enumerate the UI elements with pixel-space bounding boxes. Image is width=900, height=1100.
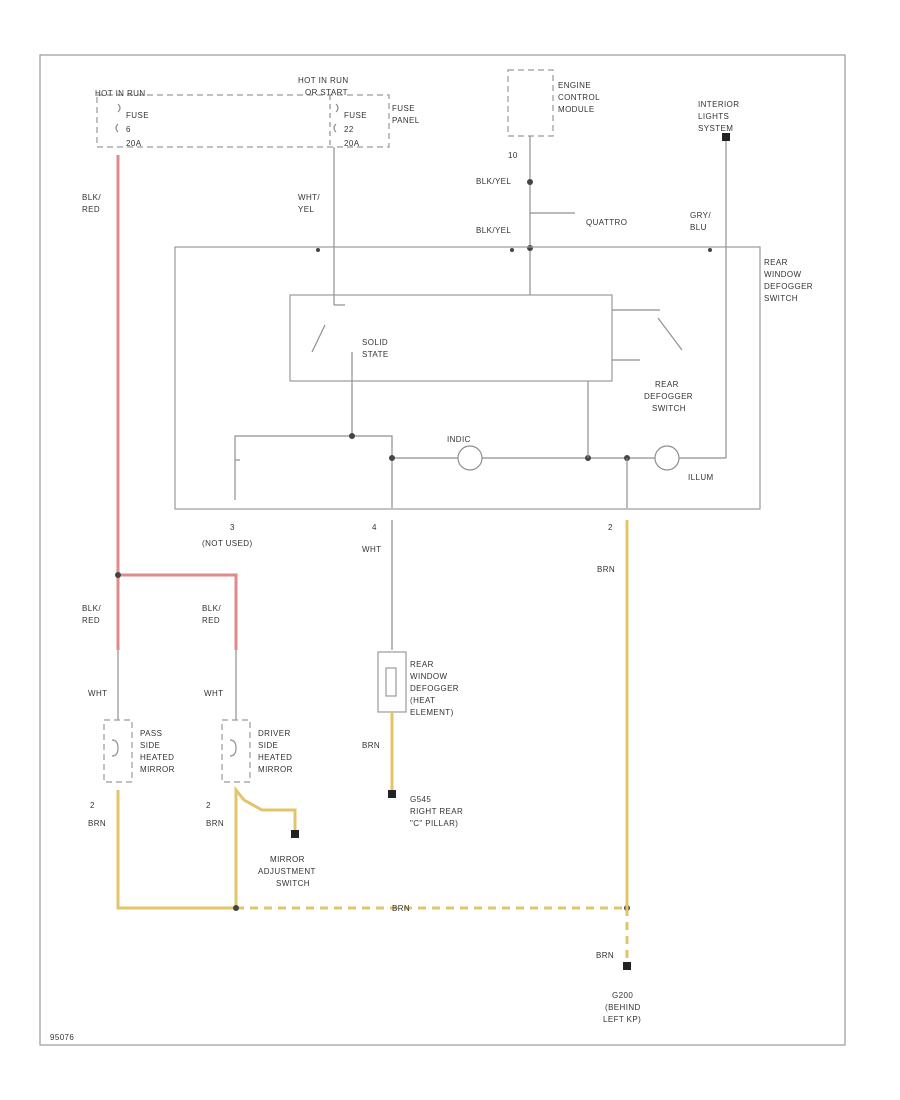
heat-element-label-5: ELEMENT) [410,708,454,717]
g200-label-3: LEFT KP) [603,1015,641,1024]
wire-blk-red-left-label-2: RED [82,616,100,625]
rwd-switch-label: REAR [764,258,788,267]
g545-label-2: RIGHT REAR [410,807,463,816]
illumination-lamp [654,445,680,471]
or-start-label: OR START [305,88,348,97]
solid-state-label-2: STATE [362,350,389,359]
heat-element-label: REAR [410,660,434,669]
pin-3-label: 3 [230,523,235,532]
wire-blk-red-top-label: BLK/ [82,193,101,202]
wire-brn-right-label: BRN [206,819,224,828]
heat-element-label-2: WINDOW [410,672,448,681]
mirror-adjustment-label-2: ADJUSTMENT [258,867,316,876]
driver-mirror-label: DRIVER [258,729,291,738]
g200-terminal [623,962,631,970]
heat-element-label-4: (HEAT [410,696,435,705]
ecm-label-3: MODULE [558,105,595,114]
ecm-box [507,69,554,137]
wire-brn-ground-label: BRN [596,951,614,960]
solid-state-label: SOLID [362,338,388,347]
g200-label-2: (BEHIND [605,1003,641,1012]
pass-mirror-label: PASS [140,729,162,738]
ils-label-2: LIGHTS [698,112,729,121]
ils-label-3: SYSTEM [698,124,733,133]
wire-gry-blu-label: GRY/ [690,211,711,220]
ecm-label: ENGINE [558,81,591,90]
rwd-switch-label-3: DEFOGGER [764,282,813,291]
g200-label: G200 [612,991,633,1000]
mirror-adjustment-terminal [291,830,299,838]
fuse-right-label: FUSE [344,111,367,120]
rear-defogger-switch-label-2: DEFOGGER [644,392,693,401]
not-used-label: (NOT USED) [202,539,253,548]
rwd-switch-label-2: WINDOW [764,270,802,279]
wire-blk-yel-label-1: BLK/YEL [476,177,511,186]
rear-defogger-switch-label-3: SWITCH [652,404,686,413]
driver-mirror-label-3: HEATED [258,753,292,762]
diagram-id: 95076 [50,1033,74,1042]
diagram-border [39,54,846,1046]
quattro-label: QUATTRO [586,218,627,227]
ecm-label-2: CONTROL [558,93,600,102]
fuse-panel-label-2: PANEL [392,116,420,125]
driver-mirror-label-4: MIRROR [258,765,293,774]
g545-label-3: "C" PILLAR) [410,819,458,828]
pin-2-right-label: 2 [206,801,211,810]
wire-blk-red-left-label: BLK/ [82,604,101,613]
wire-blk-red-right-label: BLK/ [202,604,221,613]
wire-brn-center-label: BRN [362,741,380,750]
wire-blk-red-right-label-2: RED [202,616,220,625]
fuse-left-amp: 20A [126,139,142,148]
wire-wht-center-label: WHT [362,545,381,554]
wire-blk-red-top-label-2: RED [82,205,100,214]
pass-mirror-label-4: MIRROR [140,765,175,774]
heat-element-label-3: DEFOGGER [410,684,459,693]
heat-element-box [377,651,407,713]
wire-blk-yel-label-2: BLK/YEL [476,226,511,235]
wire-wht-left-label: WHT [88,689,107,698]
ecm-pin: 10 [508,151,518,160]
pass-mirror-label-2: SIDE [140,741,160,750]
wire-wht-yel-label: WHT/ [298,193,320,202]
wire-wht-yel-label-2: YEL [298,205,314,214]
indicator-lamp [457,445,483,471]
fuse-panel-box [96,94,390,148]
mirror-adjustment-label-3: SWITCH [276,879,310,888]
pass-side-mirror-box [103,719,133,783]
rear-defogger-switch-label: REAR [655,380,679,389]
brn-wire-driver [234,785,297,908]
hot-in-run-right-label: HOT IN RUN [298,76,349,85]
fuse-panel-label: FUSE [392,104,415,113]
brn-wire-left [116,790,236,910]
pin-2-label: 2 [608,523,613,532]
fuse-right-number: 22 [344,125,354,134]
ils-terminal [722,133,730,141]
wire-brn-bottom-label: BRN [392,904,410,913]
ils-label: INTERIOR [698,100,739,109]
g545-terminal [388,790,396,798]
indic-label: INDIC [447,435,471,444]
driver-side-mirror-box [221,719,251,783]
solid-state-box [289,294,613,382]
g545-label: G545 [410,795,431,804]
hot-in-run-left-label: HOT IN RUN [95,89,146,98]
rear-window-defogger-switch-box [174,246,761,510]
wire-brn-left-label: BRN [88,819,106,828]
fuse-left-label: FUSE [126,111,149,120]
pass-mirror-label-3: HEATED [140,753,174,762]
fuse-right-amp: 20A [344,139,360,148]
illum-label: ILLUM [688,473,714,482]
wire-gry-blu-label-2: BLU [690,223,707,232]
rwd-switch-label-4: SWITCH [764,294,798,303]
wire-wht-right-label: WHT [204,689,223,698]
driver-mirror-label-2: SIDE [258,741,278,750]
pin-4-label: 4 [372,523,377,532]
wire-brn-right-vertical-label: BRN [597,565,615,574]
fuse-left-number: 6 [126,125,131,134]
mirror-adjustment-label: MIRROR [270,855,305,864]
pin-2-left-label: 2 [90,801,95,810]
